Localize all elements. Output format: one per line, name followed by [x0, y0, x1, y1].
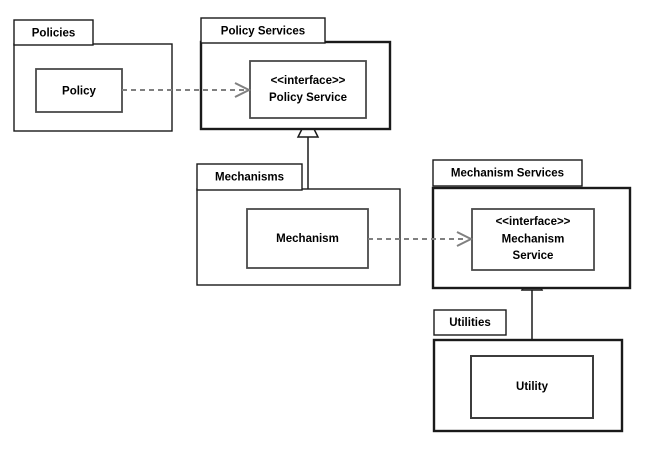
package-utilities[interactable]: Utilities Utility — [432, 309, 624, 433]
class-name-mechanism-service-line1: Mechanism — [502, 234, 565, 246]
package-mechanism-services[interactable]: Mechanism Services <<interface>> Mechani… — [431, 159, 632, 290]
dependency-policy-to-policy-service — [122, 82, 252, 98]
class-name-policy: Policy — [62, 86, 96, 98]
package-tab — [433, 309, 507, 336]
class-box-mechanism-service[interactable] — [471, 208, 595, 271]
class-name-mechanism: Mechanism — [276, 233, 339, 245]
class-name-policy-service: Policy Service — [269, 92, 347, 104]
package-title-policy-services: Policy Services — [221, 26, 305, 38]
class-stereotype-mechanism-service: <<interface>> — [496, 216, 571, 228]
package-tab — [196, 163, 303, 191]
open-arrowhead-icon — [234, 82, 252, 98]
package-tab — [200, 17, 326, 44]
class-name-mechanism-service-line2: Service — [513, 250, 554, 262]
package-mechanisms[interactable]: Mechanisms Mechanism — [196, 163, 401, 286]
package-policies[interactable]: Policies Policy — [13, 19, 173, 132]
package-title-policies: Policies — [32, 28, 75, 40]
class-stereotype-policy-service: <<interface>> — [271, 75, 346, 87]
package-title-mechanisms: Mechanisms — [215, 172, 284, 184]
package-tab — [432, 159, 583, 187]
package-policy-services[interactable]: Policy Services <<interface>> Policy Ser… — [199, 17, 392, 131]
class-box-mechanism[interactable] — [246, 208, 369, 269]
dependency-mechanism-to-mechanism-service — [368, 231, 474, 247]
package-title-utilities: Utilities — [449, 317, 491, 329]
class-box-policy-service[interactable] — [249, 60, 367, 119]
open-arrowhead-icon — [456, 231, 474, 247]
package-title-mechanism-services: Mechanism Services — [451, 168, 564, 180]
package-tab — [13, 19, 94, 46]
class-box-utility[interactable] — [470, 355, 594, 419]
class-name-utility: Utility — [516, 381, 549, 393]
